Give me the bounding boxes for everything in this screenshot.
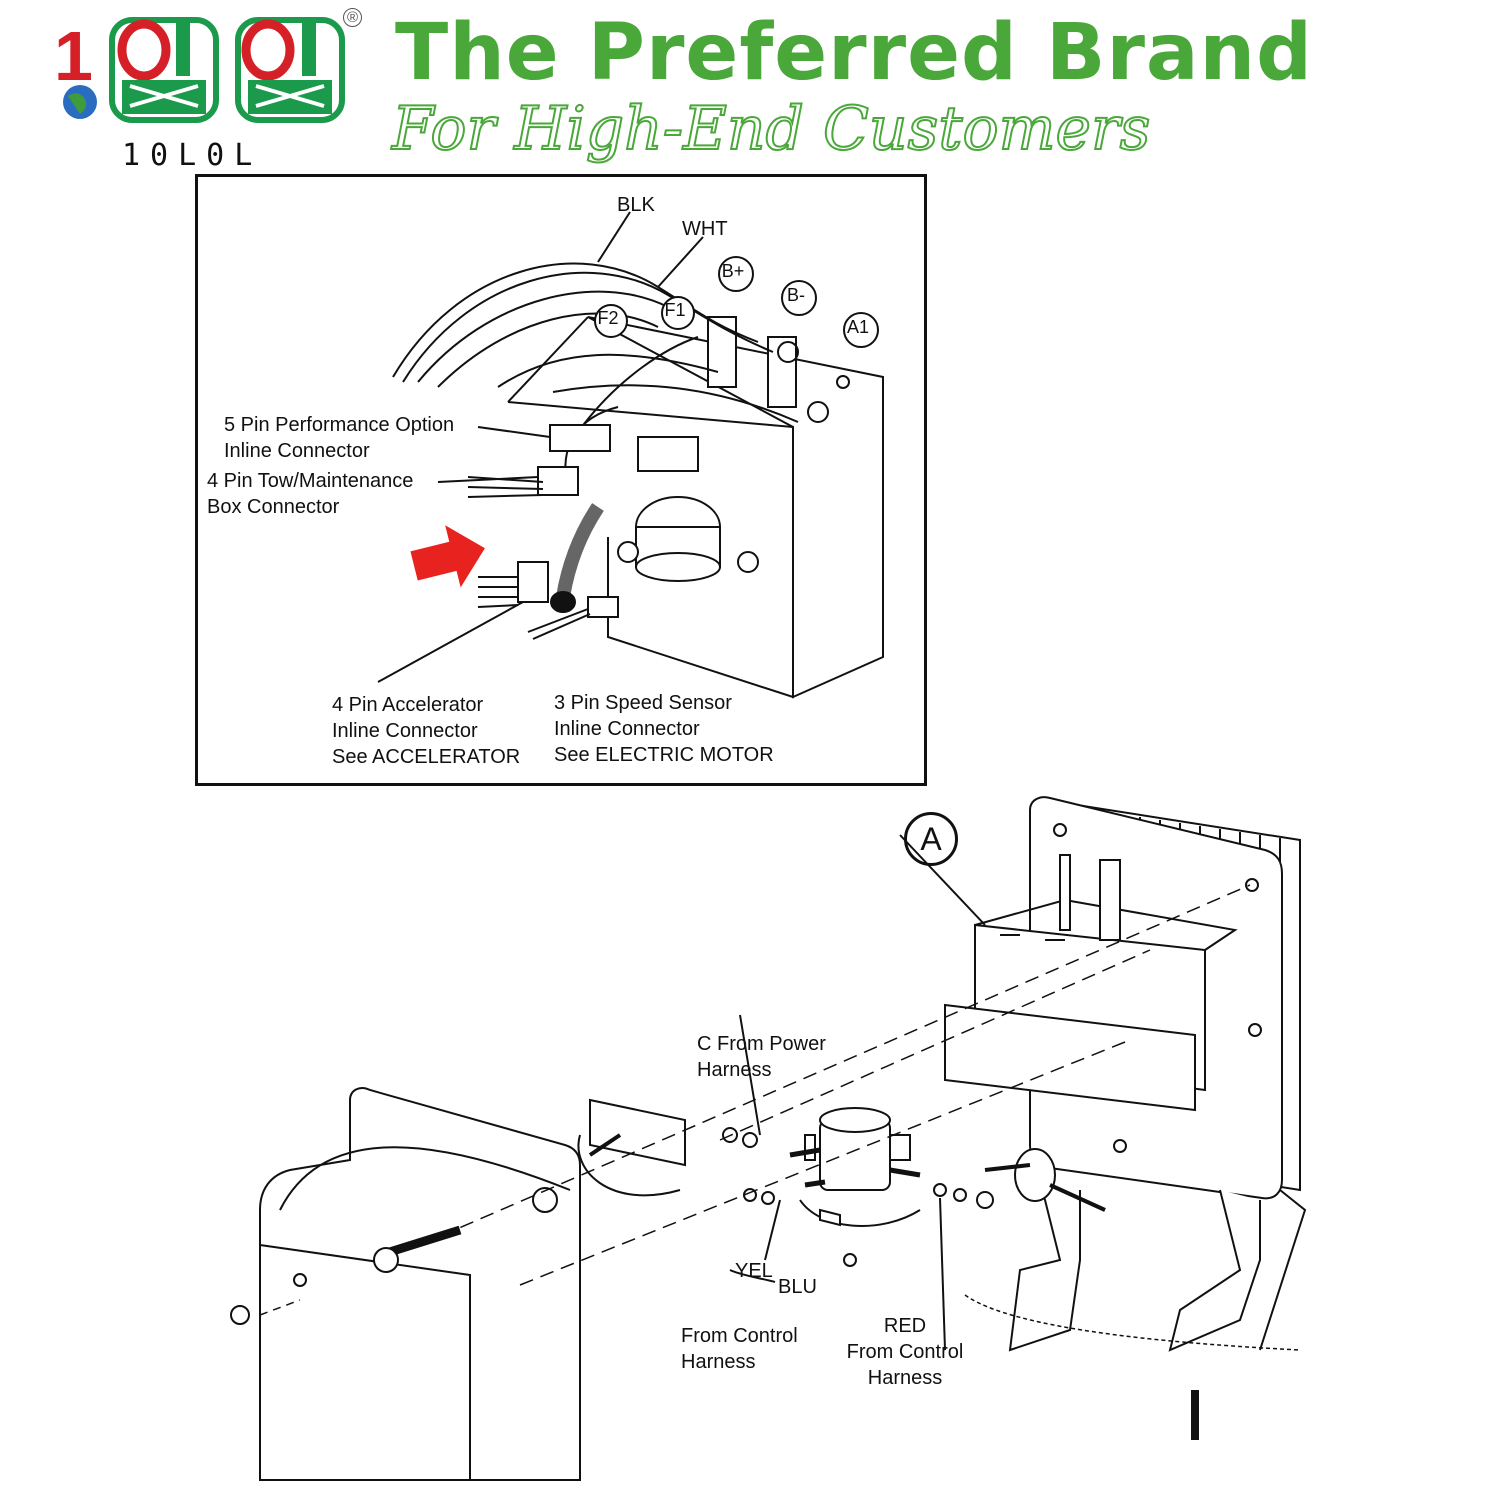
terminal-f1: F1	[664, 300, 686, 320]
registered-mark: ®	[343, 8, 362, 27]
terminal-b-minus: B-	[787, 285, 805, 305]
callout-power-harness: C From Power Harness	[697, 1033, 826, 1081]
callout-performance-connector: 5 Pin Performance Option Inline Connecto…	[224, 414, 455, 462]
brand-title: The Preferred Brand	[395, 8, 1313, 98]
callout-red-control-harness: RED From Control Harness	[846, 1315, 964, 1389]
logo-wordmark: 10L0L	[122, 138, 263, 173]
callout-tow-connector: 4 Pin Tow/Maintenance Box Connector	[207, 470, 414, 518]
wire-label-blk: BLK	[617, 194, 655, 216]
controller-wiring-drawing	[377, 211, 884, 699]
brand-subtitle: For High-End Customers	[391, 93, 1151, 165]
logo-mark-icon: 1	[54, 17, 345, 123]
terminal-a1: A1	[846, 317, 870, 337]
wire-label-yel: YEL	[735, 1260, 773, 1282]
terminal-markers	[594, 256, 879, 348]
wiring-diagram-frame	[195, 174, 927, 786]
exploded-assembly-drawing	[200, 790, 1310, 1490]
wire-label-blu: BLU	[778, 1276, 817, 1298]
brand-logo: 1	[50, 10, 350, 140]
terminal-f2: F2	[597, 308, 619, 328]
arrow-icon	[410, 525, 485, 588]
callout-control-harness-left: From Control Harness	[681, 1325, 798, 1373]
svg-text:1: 1	[54, 17, 93, 95]
wire-label-wht: WHT	[682, 218, 728, 240]
part-marker-a: A	[904, 812, 958, 866]
terminal-b-plus: B+	[721, 261, 745, 281]
callout-speed-sensor-connector: 3 Pin Speed Sensor Inline Connector See …	[554, 692, 774, 766]
callout-accelerator-connector: 4 Pin Accelerator Inline Connector See A…	[332, 694, 521, 768]
